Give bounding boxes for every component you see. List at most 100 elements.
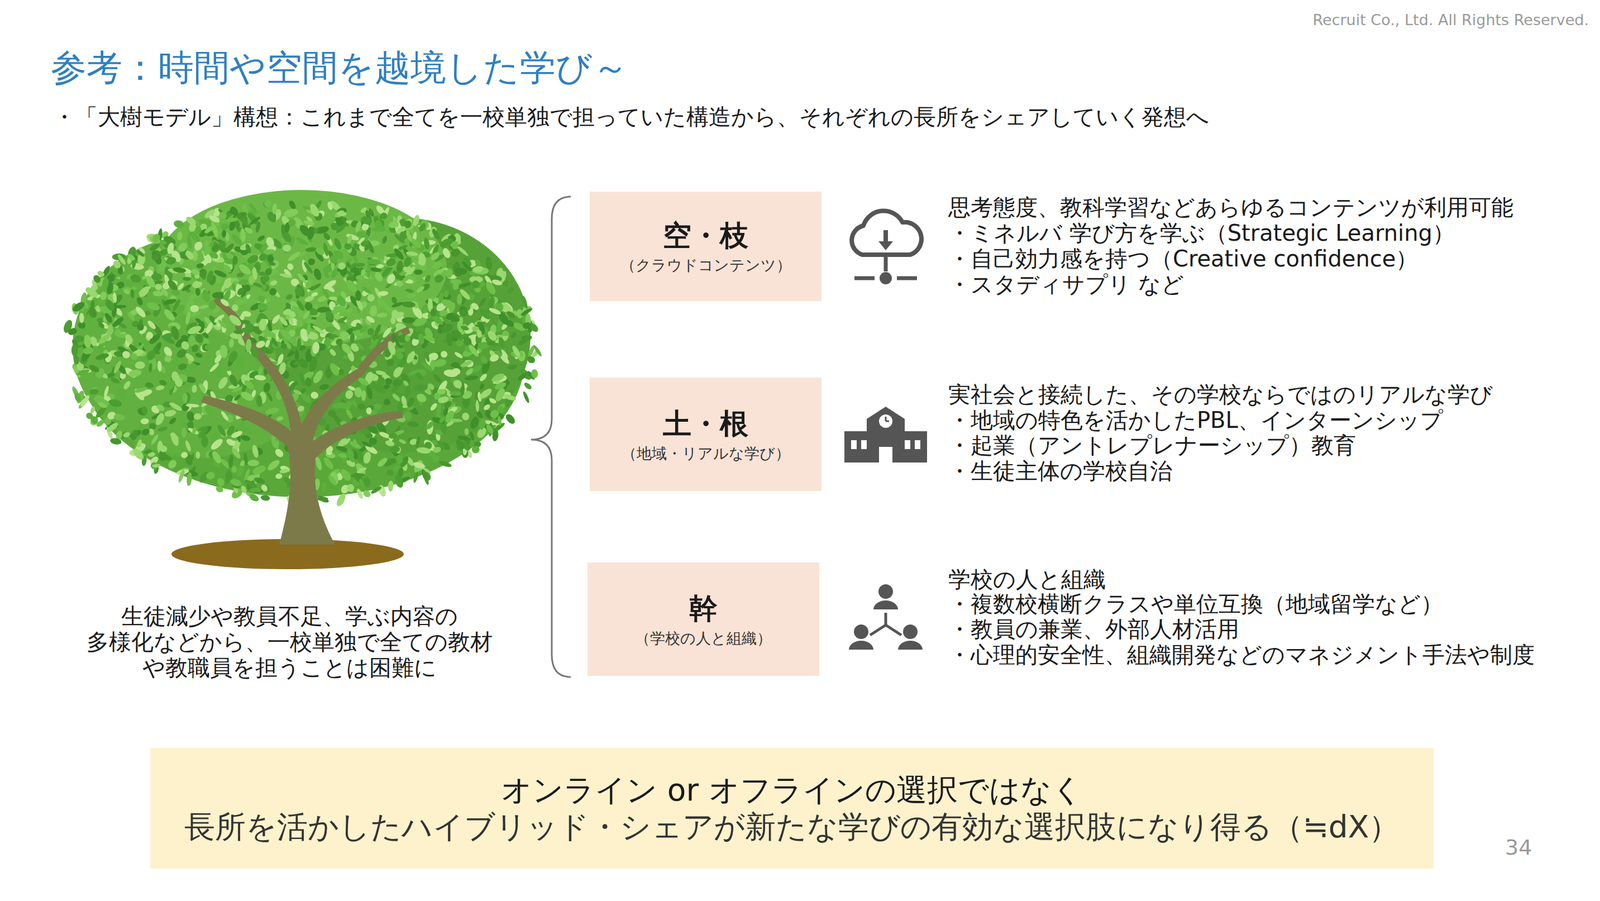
leaf xyxy=(416,446,432,455)
leaf xyxy=(173,219,185,229)
leaf xyxy=(134,361,145,370)
leaf xyxy=(302,218,315,227)
leaf xyxy=(233,393,242,403)
leaf xyxy=(484,256,493,270)
leaf xyxy=(223,258,234,265)
leaf xyxy=(455,339,465,347)
leaf xyxy=(296,271,308,285)
leaf xyxy=(475,328,483,338)
leaf xyxy=(228,337,235,348)
leaf xyxy=(478,387,494,401)
leaf xyxy=(221,229,227,238)
leaf xyxy=(438,309,448,318)
leaf xyxy=(107,398,123,408)
leaf xyxy=(449,278,462,285)
leaf xyxy=(436,388,446,395)
leaf xyxy=(257,365,264,376)
leaf xyxy=(308,202,322,218)
leaf xyxy=(522,321,533,330)
leaf xyxy=(148,241,161,253)
leaf xyxy=(151,232,162,245)
leaf xyxy=(478,417,487,431)
leaf xyxy=(273,447,285,460)
leaf xyxy=(156,425,168,433)
leaf xyxy=(311,341,320,355)
leaf xyxy=(412,471,420,484)
leaf xyxy=(337,452,348,458)
leaf xyxy=(241,295,250,305)
leaf xyxy=(203,341,216,352)
leaf xyxy=(395,454,404,465)
leaf xyxy=(326,201,334,211)
leaf xyxy=(320,481,328,493)
leaf xyxy=(196,262,205,269)
leaf xyxy=(247,459,260,467)
leaf xyxy=(287,250,302,263)
leaf xyxy=(130,288,135,299)
leaf xyxy=(258,270,266,276)
leaf xyxy=(266,254,275,264)
leaf xyxy=(360,285,373,295)
leaf xyxy=(530,369,538,379)
leaf xyxy=(454,437,467,452)
leaf xyxy=(336,400,352,411)
leaf xyxy=(365,407,372,415)
leaf xyxy=(87,363,100,374)
leaf xyxy=(245,253,260,266)
leaf xyxy=(266,457,282,472)
leaf xyxy=(449,247,462,259)
leaf xyxy=(509,331,518,340)
leaf xyxy=(109,437,122,446)
leaf xyxy=(442,289,450,298)
leaf xyxy=(306,322,312,336)
leaf xyxy=(474,258,482,268)
leaf xyxy=(145,300,161,312)
leaf xyxy=(293,285,304,298)
leaf xyxy=(360,440,373,449)
leaf xyxy=(126,311,137,322)
leaf xyxy=(417,221,428,233)
leaf xyxy=(346,269,355,279)
leaf xyxy=(532,344,543,358)
leaf xyxy=(406,293,417,298)
leaf xyxy=(122,287,131,295)
leaf xyxy=(431,415,446,425)
leaf xyxy=(482,403,491,412)
leaf xyxy=(318,383,331,391)
leaf xyxy=(384,376,394,386)
leaf xyxy=(127,368,143,379)
leaf xyxy=(423,351,431,363)
leaf xyxy=(383,456,397,468)
leaf xyxy=(203,224,216,235)
box-heading: オンライン or オフラインの選択ではなく xyxy=(500,771,1083,809)
leaf xyxy=(373,270,384,284)
leaf xyxy=(116,253,128,266)
leaf xyxy=(168,416,178,426)
leaf xyxy=(177,468,186,483)
leaf xyxy=(191,426,198,435)
leaf xyxy=(475,409,485,420)
leaf xyxy=(184,249,196,261)
leaf xyxy=(287,199,298,210)
leaf xyxy=(151,254,160,261)
leaf xyxy=(129,351,140,362)
leaf xyxy=(423,333,436,343)
leaf xyxy=(374,218,384,231)
leaf xyxy=(240,326,254,334)
leaf xyxy=(171,298,183,313)
leaf xyxy=(355,290,362,302)
leaf xyxy=(242,378,256,391)
leaf xyxy=(384,256,398,269)
leaf xyxy=(243,226,255,236)
leaf xyxy=(241,309,252,318)
leaf xyxy=(255,394,263,408)
leaf xyxy=(516,371,528,382)
leaf xyxy=(429,250,441,262)
leaf xyxy=(374,369,387,377)
leaf xyxy=(244,242,253,255)
leaf xyxy=(429,307,438,318)
leaf xyxy=(175,378,184,388)
leaf xyxy=(412,460,427,470)
leaf xyxy=(113,413,126,422)
leaf xyxy=(387,480,394,492)
